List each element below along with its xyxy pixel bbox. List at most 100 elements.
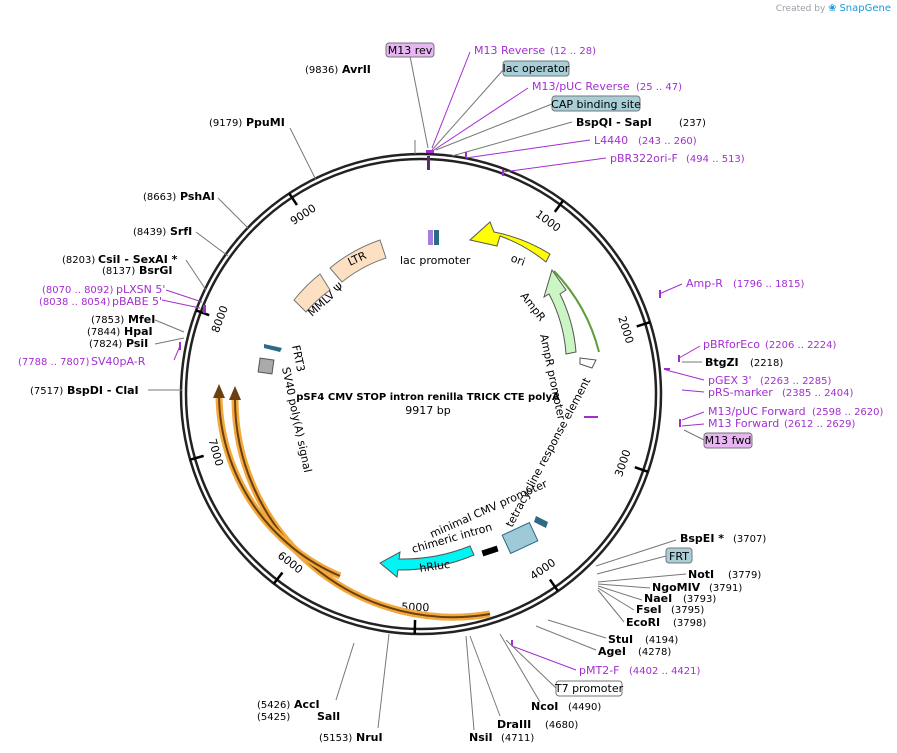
primer-m13-reverse-coord: (12 .. 28) <box>550 46 596 57</box>
site-hpai[interactable]: HpaI <box>124 325 153 338</box>
primer-sv40pa-r[interactable]: SV40pA-R <box>91 355 146 368</box>
primer-marker-m13fwd <box>679 419 681 427</box>
site-csii-coord: (8203) <box>62 255 95 266</box>
ori-label: ori <box>509 252 527 269</box>
site-bspei[interactable]: BspEI * <box>680 532 724 545</box>
cmv-block[interactable] <box>501 521 539 555</box>
ltr-block[interactable] <box>329 239 387 283</box>
m13-fwd-leader <box>681 423 705 427</box>
lac-operator-box[interactable] <box>502 60 570 77</box>
primer-plxsn-5[interactable]: pLXSN 5' <box>116 283 165 296</box>
m13-fwd-box[interactable] <box>703 432 753 449</box>
ring-tick-7000 <box>189 454 204 461</box>
primer-marker-pmt2 <box>511 640 513 646</box>
ring-tick-label-2000: 2000 <box>615 315 636 346</box>
site-bspdi[interactable]: BspDI - ClaI <box>67 384 139 397</box>
primer-prs-marker-coord: (2385 .. 2404) <box>782 388 854 399</box>
site-srfi[interactable]: SrfI <box>170 225 192 238</box>
site-bspqi-coord: (237) <box>679 118 706 129</box>
site-psii[interactable]: PsiI <box>126 337 148 350</box>
m13-rev-box[interactable] <box>385 42 435 58</box>
site-nsii[interactable]: NsiI <box>469 731 493 744</box>
mmlv-psi-block[interactable] <box>293 273 331 313</box>
site-bspqi[interactable]: BspQI - SapI <box>576 116 652 129</box>
t7-promoter-box[interactable] <box>555 680 623 697</box>
primer-pbabe-5[interactable]: pBABE 5' <box>112 295 162 308</box>
l4440-leader <box>465 139 591 159</box>
primer-m13-reverse[interactable]: M13 Reverse <box>474 44 545 57</box>
ori-arrow[interactable] <box>468 221 551 263</box>
primer-pbr322ori-f[interactable]: pBR322ori-F <box>610 152 678 165</box>
credit-brand: SnapGene <box>839 3 891 14</box>
primer-pbrforeco[interactable]: pBRforEco <box>703 338 760 351</box>
ring-tick-6000 <box>272 571 284 585</box>
primer-marker-inner <box>584 416 598 418</box>
intron-block[interactable] <box>481 545 499 557</box>
site-mfei[interactable]: MfeI <box>128 313 155 326</box>
primer-marker-pbr322 <box>502 170 504 176</box>
hrluc-arrow[interactable] <box>379 545 475 578</box>
cap-site-bar[interactable] <box>434 230 439 245</box>
primer-m13-puc-forward[interactable]: M13/pUC Forward <box>708 405 806 418</box>
primer-m13-puc-reverse-coord: (25 .. 47) <box>636 82 682 93</box>
primer-pgex-3[interactable]: pGEX 3' <box>708 374 752 387</box>
primer-amp-r[interactable]: Amp-R <box>686 277 723 290</box>
site-naei[interactable]: NaeI <box>644 592 672 605</box>
primer-m13-forward[interactable]: M13 Forward <box>708 417 779 430</box>
site-bsrgi[interactable]: BsrGI <box>139 264 172 277</box>
primer-m13-forward-coord: (2612 .. 2629) <box>784 419 856 430</box>
primer-pbr322ori-f-coord: (494 .. 513) <box>686 154 745 165</box>
pmt2-leader <box>511 645 577 671</box>
site-sali[interactable]: SalI <box>317 710 340 723</box>
site-ecori[interactable]: EcoRI <box>626 616 660 629</box>
orange-arc-inner[interactable] <box>218 395 341 577</box>
frt3-marker[interactable] <box>264 344 282 352</box>
ampr-promoter-arrow[interactable] <box>579 357 597 369</box>
ring-tick-2000 <box>636 321 651 328</box>
site-fsei[interactable]: FseI <box>636 603 662 616</box>
site-psii-coord: (7824) <box>89 339 122 350</box>
site-ppumi[interactable]: PpuMI <box>246 116 285 129</box>
primer-marker-l4440 <box>465 152 467 158</box>
frt-box-label: FRT <box>669 550 689 563</box>
primer-l4440[interactable]: L4440 <box>594 134 628 147</box>
ampr-arrow[interactable] <box>543 268 577 355</box>
ring-tick-4000 <box>548 578 559 592</box>
primer-pmt2-f[interactable]: pMT2-F <box>579 664 620 677</box>
site-acci[interactable]: AccI <box>294 698 320 711</box>
primer-m13-puc-reverse[interactable]: M13/pUC Reverse <box>532 80 630 93</box>
site-csii[interactable]: CsiI - SexAI * <box>98 253 178 266</box>
site-agei[interactable]: AgeI <box>598 645 626 658</box>
site-ngomiv[interactable]: NgoMIV <box>652 581 701 594</box>
site-bspei-coord: (3707) <box>733 534 766 545</box>
site-noti[interactable]: NotI <box>688 568 714 581</box>
primer-pbrforeco-coord: (2206 .. 2224) <box>765 340 837 351</box>
lac-promoter-bar[interactable] <box>428 230 433 245</box>
sv40-polya-box[interactable] <box>257 357 275 375</box>
ampr-label: AmpR <box>518 290 549 324</box>
cap-binding-site-box[interactable] <box>551 95 641 112</box>
frt-box[interactable] <box>665 547 693 564</box>
site-draiii[interactable]: DraIII <box>497 718 531 731</box>
naei-leader <box>597 585 643 601</box>
frt3-label: FRT3 <box>289 344 307 373</box>
site-avrii[interactable]: AvrII <box>342 63 371 76</box>
primer-l4440-coord: (243 .. 260) <box>638 136 697 147</box>
site-ncoi[interactable]: NcoI <box>531 700 558 713</box>
site-pshai[interactable]: PshAI <box>180 190 215 203</box>
ampr-ticks <box>553 270 600 353</box>
site-btgzi[interactable]: BtgZI <box>705 356 739 369</box>
primer-marker-sv40pa <box>179 342 181 350</box>
primer-prs-marker[interactable]: pRS-marker <box>708 386 773 399</box>
psii-leader <box>154 337 185 345</box>
noti-leader <box>597 573 687 583</box>
site-sali-coord: (5425) <box>257 712 290 723</box>
ring-tick-label-3000: 3000 <box>612 448 633 479</box>
pbrforeco-leader <box>678 345 701 359</box>
tre-marker[interactable] <box>534 516 548 528</box>
site-nrui[interactable]: NruI <box>356 731 383 744</box>
site-stui[interactable]: StuI <box>608 633 633 646</box>
m13fwd-box-leader <box>683 429 705 441</box>
fsei-leader <box>597 587 635 611</box>
ring-tick-label-1000: 1000 <box>533 208 563 235</box>
